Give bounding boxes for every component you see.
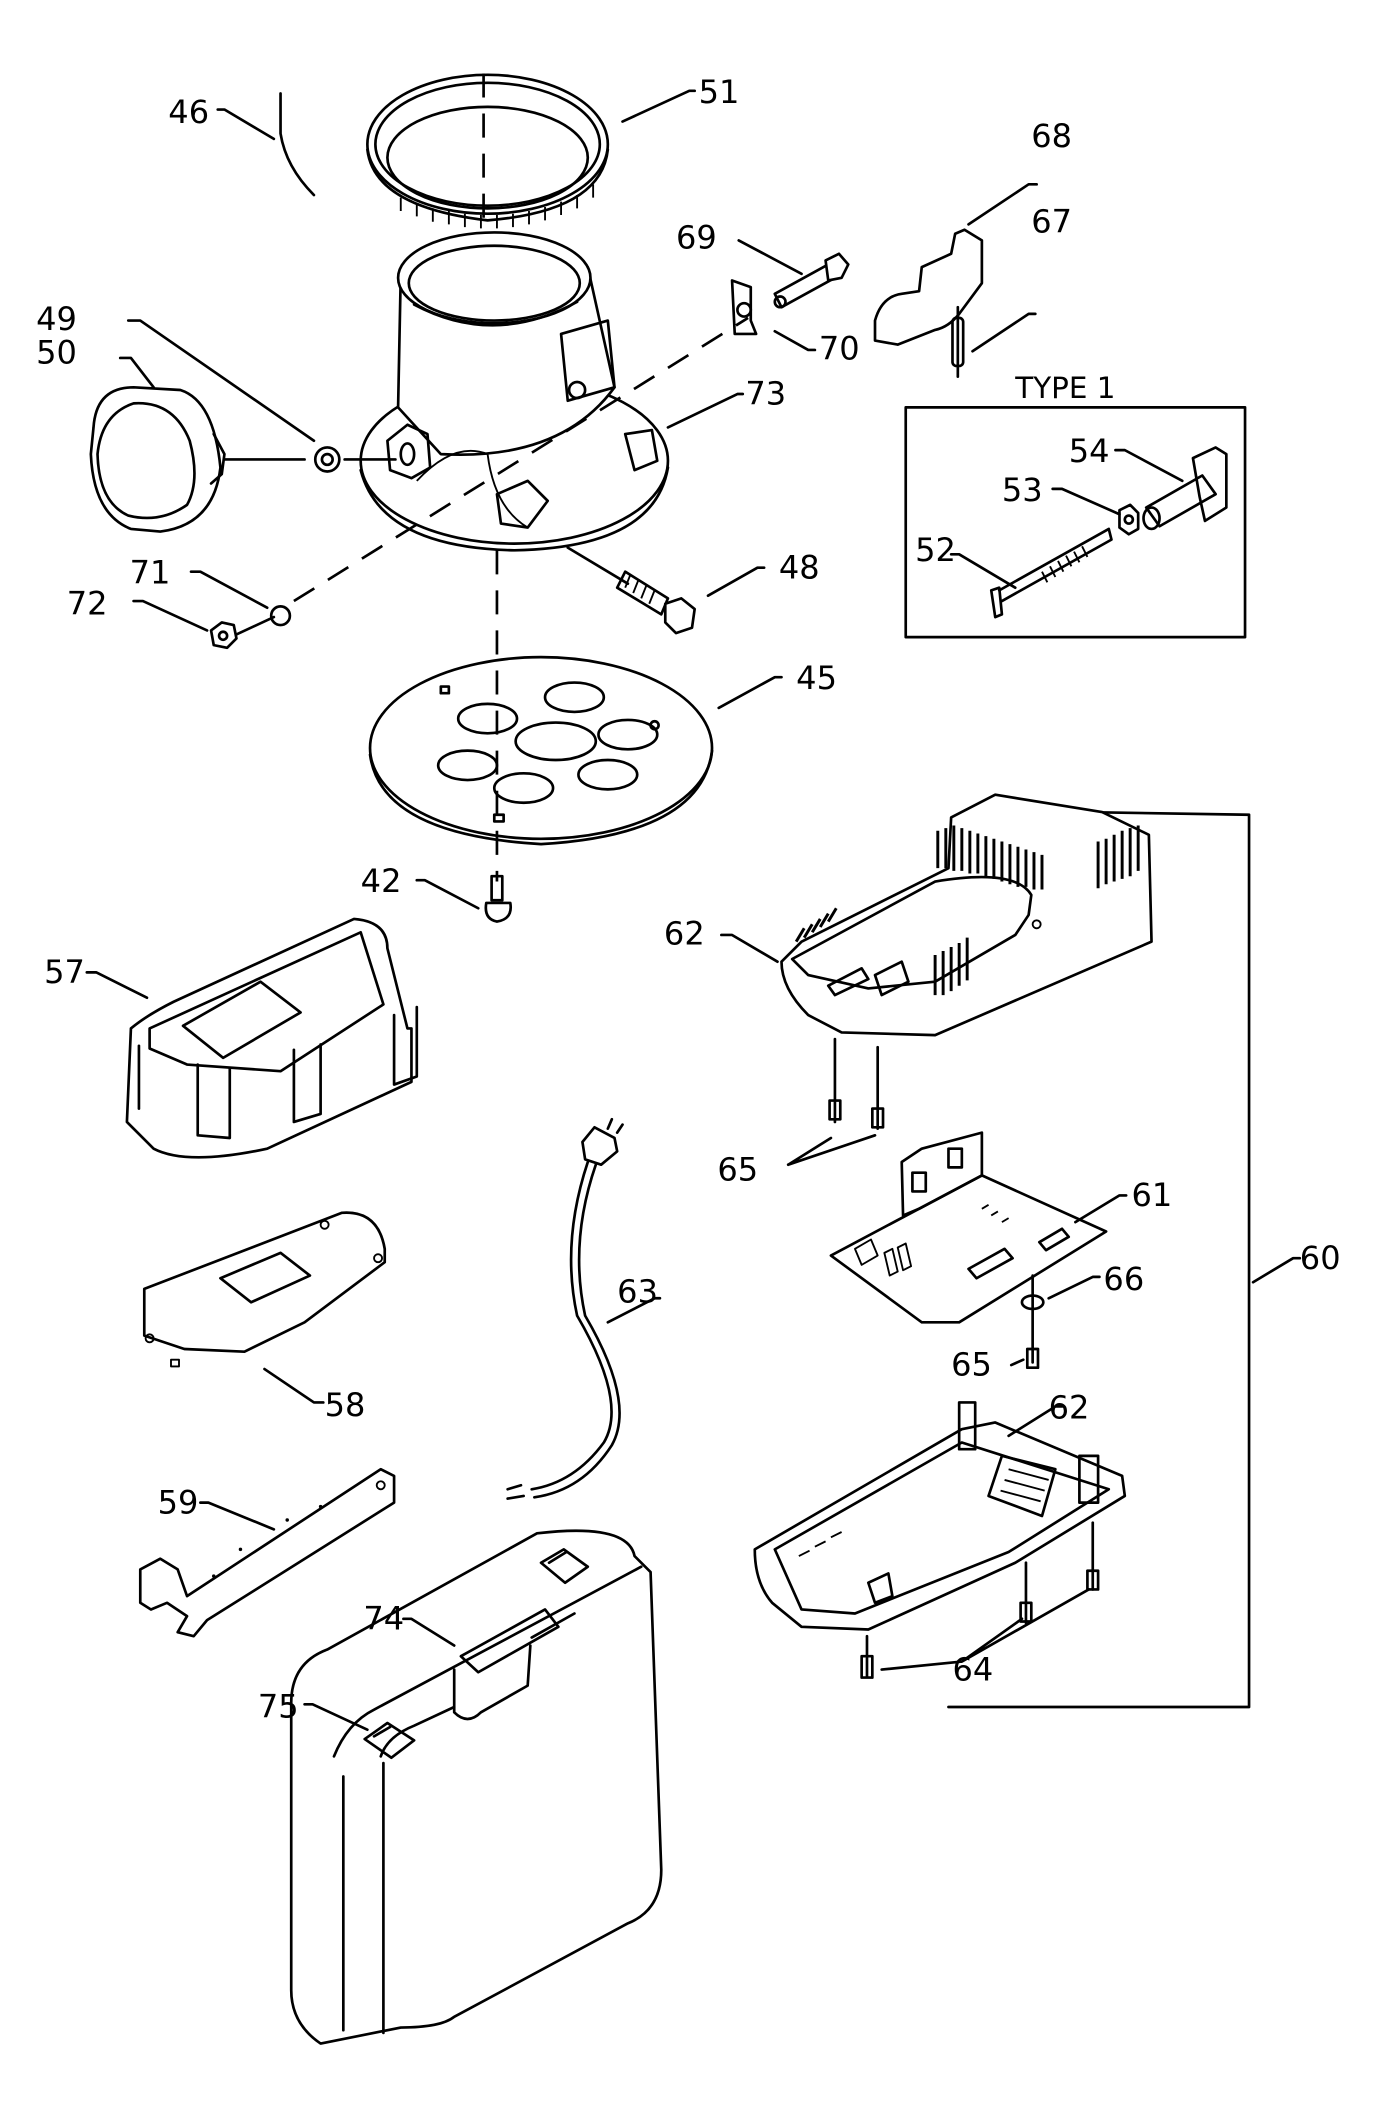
callout-42: 42	[361, 862, 402, 900]
part-67-pin	[951, 305, 965, 378]
leader-53	[1051, 487, 1121, 516]
callout-65b: 65	[951, 1346, 992, 1384]
callout-63: 63	[617, 1272, 658, 1310]
leader-63	[606, 1296, 662, 1324]
leader-59	[199, 1501, 276, 1531]
leader-65b	[1009, 1358, 1025, 1367]
callout-74: 74	[363, 1600, 404, 1638]
leader-57	[85, 971, 149, 1000]
part-58-plate	[142, 1211, 387, 1368]
callout-65a: 65	[717, 1151, 758, 1189]
inset-frame	[904, 406, 1247, 639]
callout-60: 60	[1300, 1239, 1341, 1277]
assembly-bracket-60	[947, 810, 1251, 1709]
callout-46: 46	[168, 93, 209, 131]
leader-70	[773, 329, 817, 352]
callout-66: 66	[1103, 1260, 1144, 1298]
leader-65a	[786, 1133, 877, 1167]
callout-72: 72	[67, 584, 108, 622]
leader-48	[706, 566, 766, 598]
callout-70: 70	[819, 329, 860, 367]
part-48-bolt	[566, 546, 696, 635]
leader-74	[402, 1617, 456, 1647]
callout-69: 69	[676, 218, 717, 256]
leader-61	[1074, 1194, 1128, 1224]
part-49-lock-washer	[313, 446, 341, 473]
callout-71: 71	[130, 554, 171, 592]
leader-62a	[720, 933, 779, 964]
callout-64: 64	[952, 1650, 993, 1688]
leader-58	[263, 1367, 325, 1404]
callout-54: 54	[1069, 432, 1110, 470]
inset-title: TYPE 1	[1014, 371, 1115, 405]
leader-75	[303, 1702, 369, 1732]
leader-66	[1047, 1275, 1101, 1300]
leader-67	[971, 312, 1037, 353]
callout-52: 52	[915, 531, 956, 569]
part-42-screw	[484, 874, 513, 923]
part-50-knob	[89, 386, 226, 533]
leader-64	[880, 1588, 1091, 1671]
leader-71	[189, 570, 269, 610]
leader-60	[1251, 1256, 1302, 1284]
callout-61: 61	[1131, 1176, 1172, 1214]
callout-67: 67	[1031, 202, 1072, 240]
part-51-adjustment-ring	[366, 73, 610, 229]
part-46-clip	[279, 92, 316, 197]
part-70-bracket	[730, 279, 758, 336]
part-72-nut	[209, 621, 238, 650]
part-73-base	[359, 231, 670, 552]
part-65-screws-upper	[828, 1037, 885, 1130]
leader-62b	[1007, 1405, 1064, 1438]
leader-68	[967, 182, 1038, 226]
part-45-sub-base	[368, 655, 714, 846]
leader-46	[216, 108, 276, 141]
assembly-line-nut	[235, 615, 276, 636]
part-52-spring-pin	[989, 527, 1113, 619]
part-62-upper-housing	[780, 793, 1153, 1037]
part-57-battery-pack	[125, 917, 419, 1159]
callout-50: 50	[36, 333, 77, 371]
leader-52	[949, 552, 1017, 590]
callout-58: 58	[325, 1386, 366, 1424]
callout-59: 59	[158, 1483, 199, 1521]
leader-42	[415, 878, 480, 910]
callout-68: 68	[1031, 117, 1072, 155]
part-74-carrying-case	[289, 1529, 663, 2045]
leader-49	[126, 319, 316, 443]
type1-inset: TYPE 1 52 53 54	[904, 371, 1247, 639]
callout-45: 45	[796, 659, 837, 697]
callout-73: 73	[745, 375, 786, 413]
leader-54	[1114, 448, 1184, 483]
callout-48: 48	[779, 548, 820, 586]
part-71-washer	[269, 605, 292, 627]
callout-53: 53	[1002, 471, 1043, 509]
part-63-power-cord	[506, 1117, 624, 1500]
part-59-wrench	[138, 1467, 396, 1638]
part-54-clamp	[1142, 446, 1228, 531]
callout-75: 75	[258, 1688, 299, 1726]
leader-45	[717, 675, 783, 710]
part-69-shaft	[773, 252, 850, 309]
leader-73	[666, 392, 745, 429]
part-62-lower-housing	[753, 1401, 1127, 1631]
callout-62b: 62	[1049, 1388, 1090, 1426]
part-65-screw-lower	[1025, 1347, 1040, 1370]
part-53-nut	[1118, 503, 1140, 536]
callout-57: 57	[44, 953, 85, 991]
part-75-latch	[363, 1548, 590, 1760]
callout-51: 51	[699, 73, 740, 111]
part-61-circuit-board	[829, 1131, 1108, 1324]
leader-72	[132, 599, 209, 632]
callout-49: 49	[36, 300, 77, 338]
leader-50	[118, 356, 155, 389]
leader-51	[621, 89, 696, 123]
part-64-screws	[860, 1521, 1100, 1679]
assembly-axis-diagonal	[293, 316, 749, 603]
part-68-lever	[873, 228, 984, 346]
leader-69	[737, 239, 803, 276]
callout-62a: 62	[664, 914, 705, 952]
